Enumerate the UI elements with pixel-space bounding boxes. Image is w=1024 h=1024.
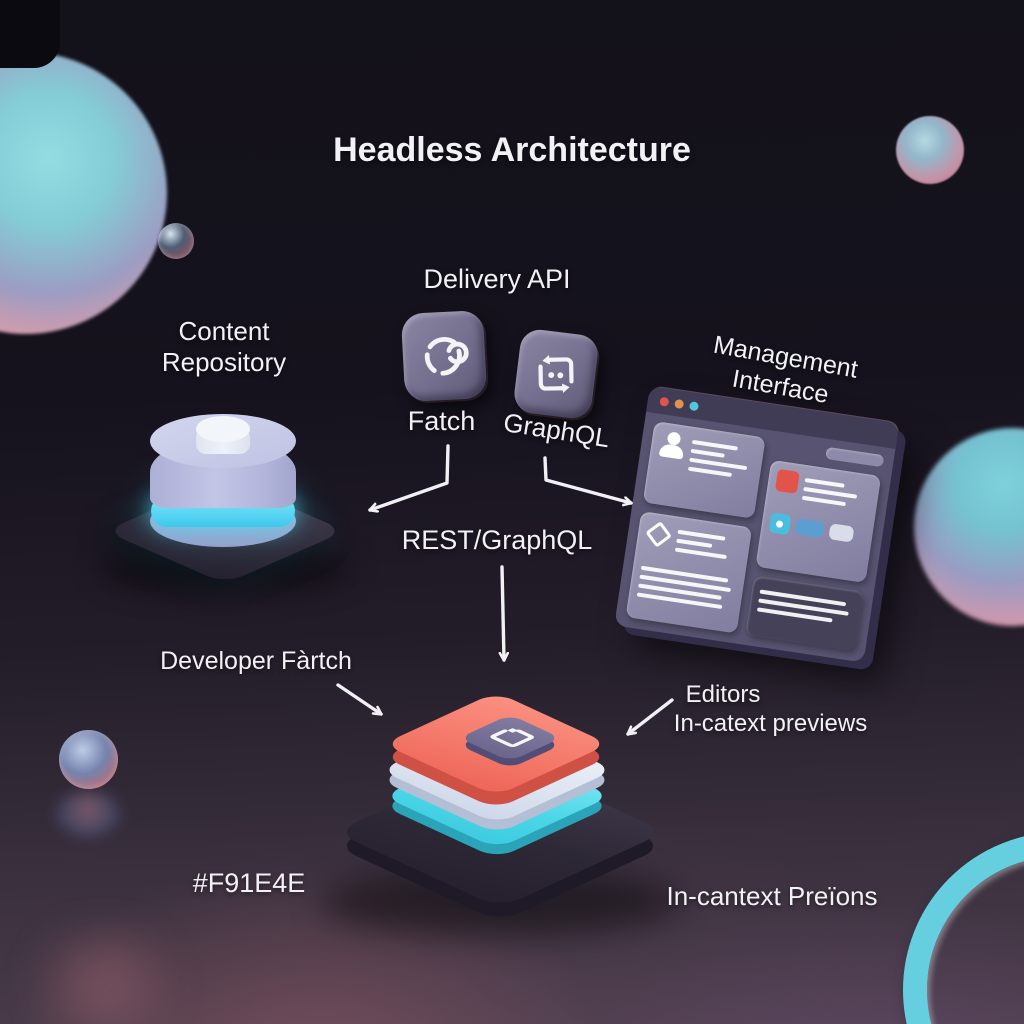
- red-square-thumbnail: [774, 468, 800, 494]
- fetch-api-tile: [400, 309, 488, 403]
- page-title: Headless Architecture: [333, 131, 691, 169]
- cyan-square-thumbnail: [768, 512, 791, 536]
- glass-bubble-small: [158, 223, 194, 259]
- bottom-right-caption: In-cantext Preïons: [666, 881, 878, 911]
- window-right-column: [744, 439, 885, 652]
- hex-code-caption: #F91E4E: [192, 868, 306, 898]
- iridescent-sphere-right: [914, 428, 1024, 626]
- corner-slab-decoration: [0, 0, 60, 68]
- content-card: [625, 511, 752, 634]
- glass-sphere-bottom-left: [59, 730, 118, 789]
- content-repository-label: Content Repository: [161, 316, 287, 377]
- window-left-column: [625, 421, 766, 634]
- graphql-tile-label: GraphQL: [501, 406, 612, 454]
- window-body: [625, 421, 885, 652]
- light-pill: [827, 523, 854, 543]
- text-line: [676, 538, 713, 548]
- window-dot-red: [659, 396, 670, 407]
- text-line: [801, 495, 846, 507]
- cyan-ring-decoration: [903, 832, 1024, 1024]
- footer-card: [744, 575, 864, 652]
- text-line: [674, 547, 727, 560]
- text-line: [690, 448, 725, 458]
- dot-icon: [775, 519, 784, 528]
- floor-glow: [8, 928, 198, 1024]
- iridescent-sphere-top-right: [896, 116, 964, 184]
- editors-annotation: Editors: [685, 681, 761, 708]
- sphere-reflection: [55, 792, 121, 836]
- text-line: [804, 477, 845, 488]
- editors-sub-annotation: In-catext previews: [673, 710, 868, 737]
- fetch-tile-label: Fatch: [407, 406, 476, 436]
- database-cap-top: [196, 416, 250, 442]
- window-dot-orange: [674, 398, 685, 410]
- arrow-developer-to-stack: [336, 683, 381, 716]
- graphql-tile: [512, 327, 600, 421]
- management-interface-window: [614, 386, 900, 663]
- arrow-graphql-to-right: [543, 456, 631, 503]
- avatar-icon: [658, 430, 688, 460]
- bracket-box-icon: [490, 728, 535, 748]
- arrow-rest-to-stack: [502, 565, 504, 660]
- rest-graphql-label: REST/GraphQL: [401, 525, 593, 555]
- window-pill-button: [825, 446, 885, 468]
- iridescent-sphere-large: [0, 52, 167, 334]
- delivery-api-label: Delivery API: [423, 264, 571, 294]
- diamond-icon: [645, 521, 672, 548]
- sync-circle-icon: [424, 337, 469, 376]
- profile-card: [642, 421, 766, 519]
- stack-code-tile: [459, 714, 561, 762]
- blue-pill: [794, 518, 825, 539]
- media-card: [754, 459, 882, 583]
- developer-annotation: Developer Fàrtch: [160, 647, 352, 675]
- window-dot-cyan: [688, 401, 700, 412]
- arrow-fetch-to-left: [370, 444, 450, 510]
- graphql-sync-icon: [538, 354, 574, 394]
- text-line: [687, 466, 733, 478]
